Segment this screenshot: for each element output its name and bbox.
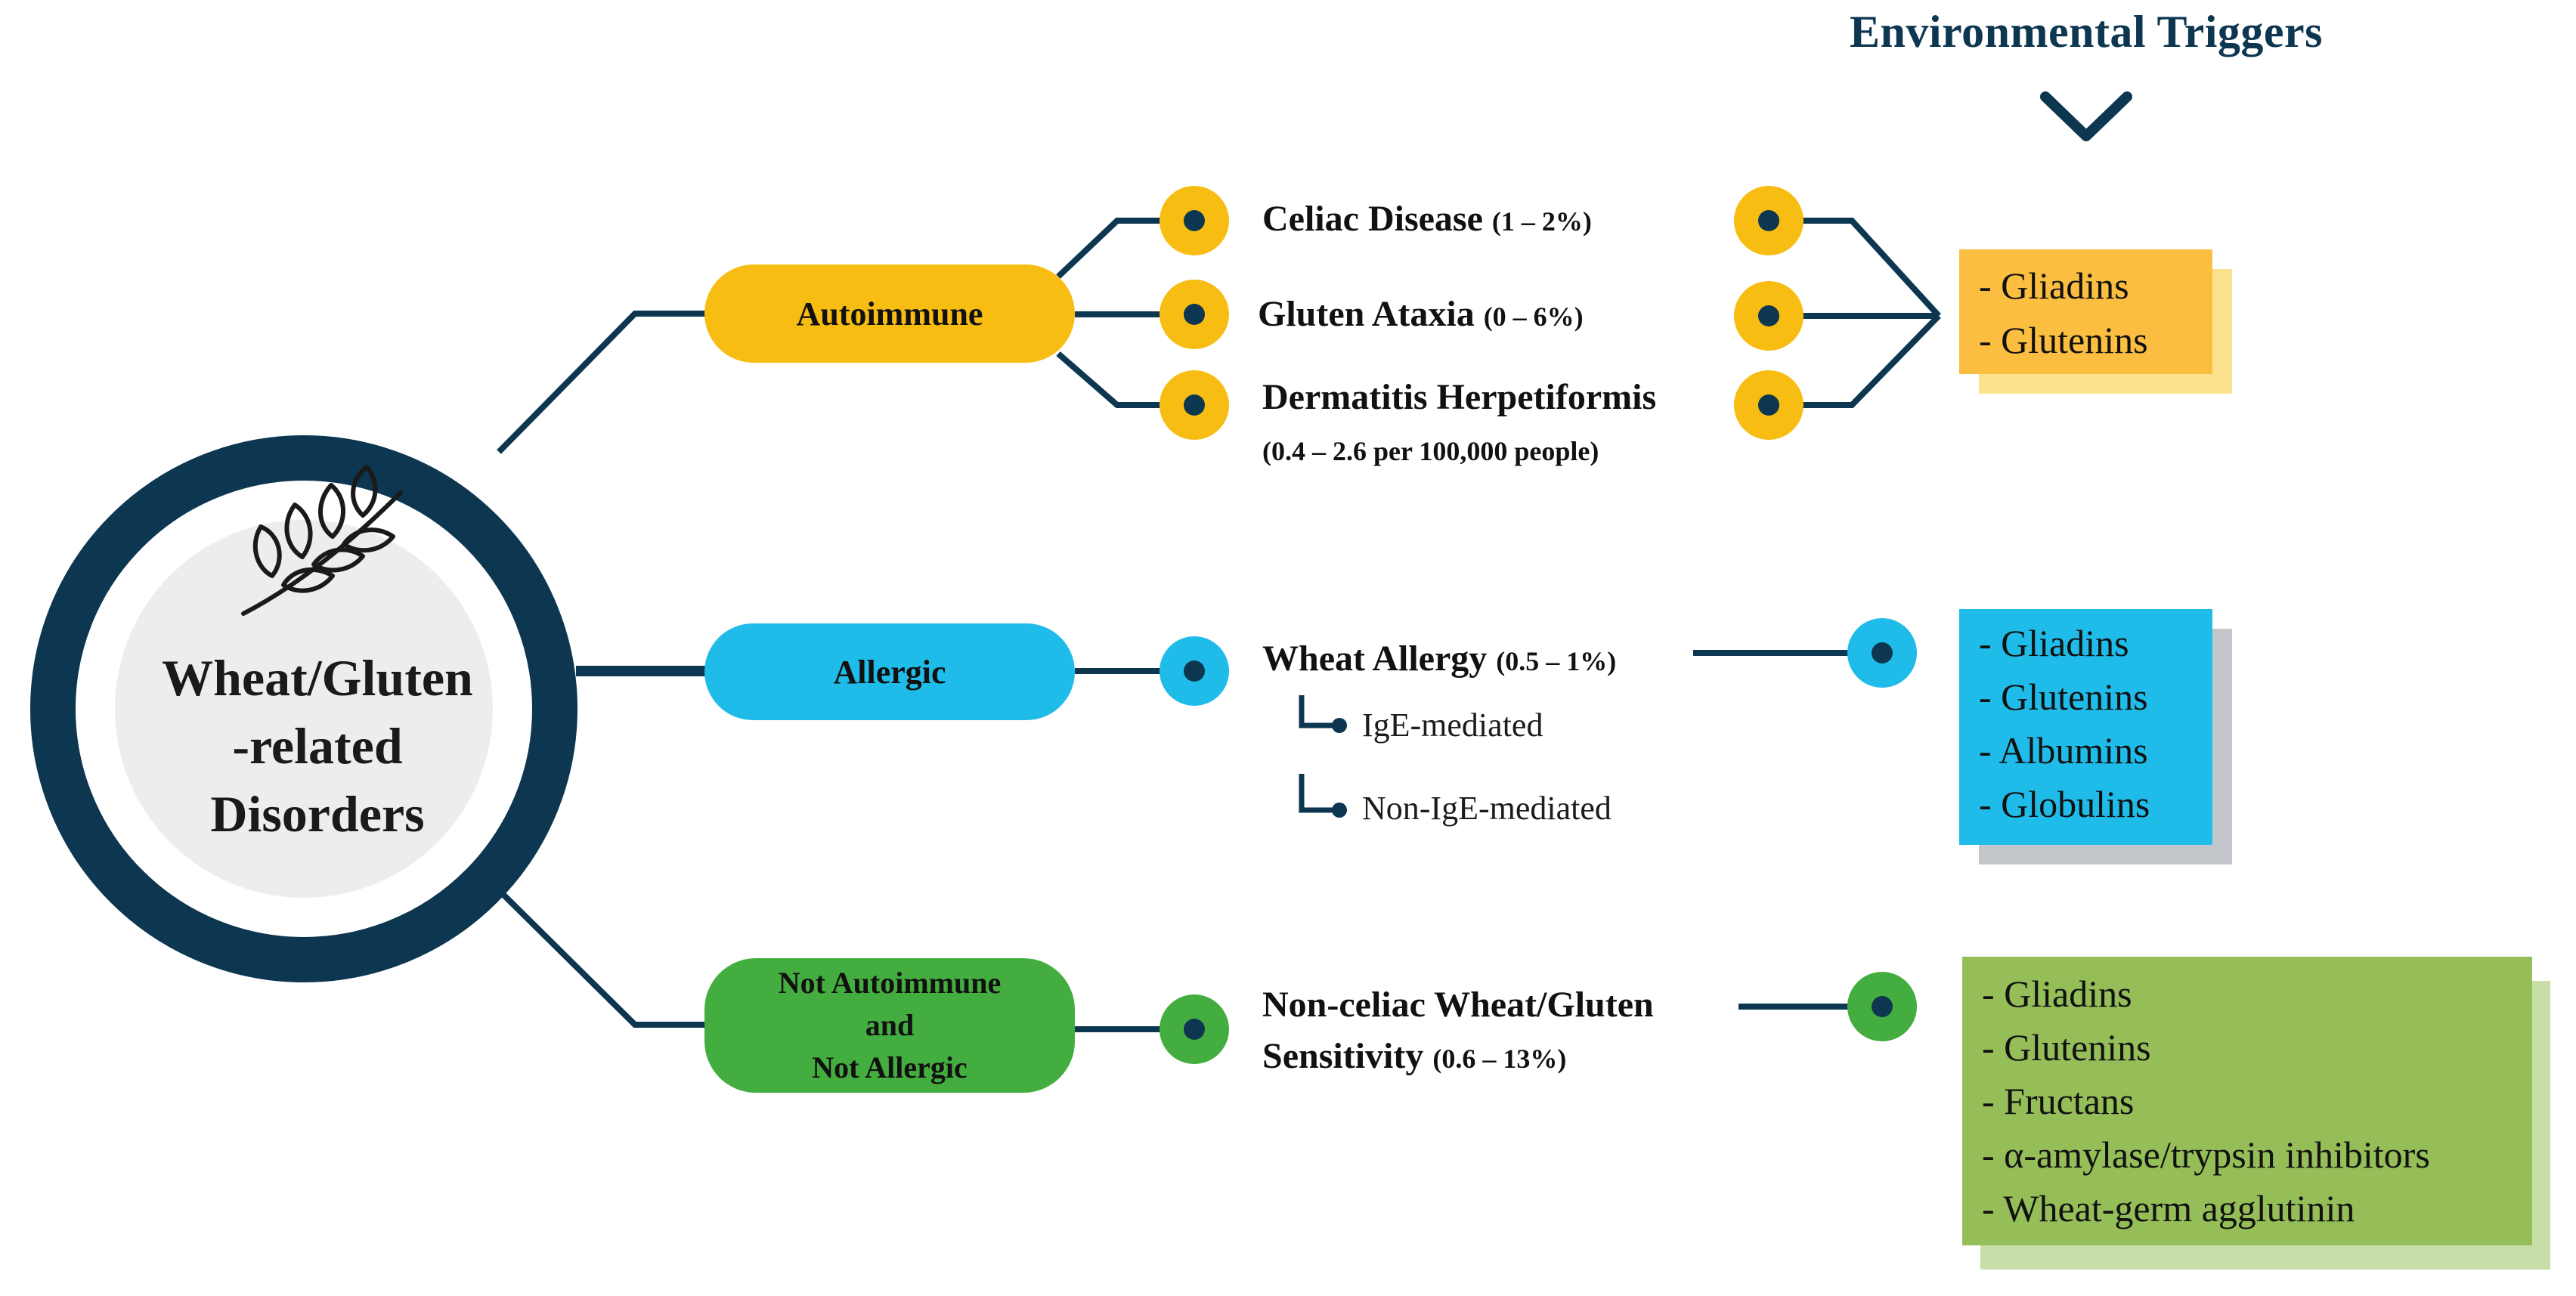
- main-label-line1: Wheat/Gluten: [162, 649, 473, 707]
- trigger-item: - Gliadins: [1982, 973, 2132, 1015]
- trigger-item: - Glutenins: [1979, 676, 2148, 718]
- disorder-wheat-allergy-name: Wheat Allergy: [1262, 639, 1488, 679]
- disorder-dermatitis-prevalence-row: (0.4 – 2.6 per 100,000 people): [1262, 428, 1599, 469]
- dot-celiac-right: [1734, 186, 1804, 255]
- disorder-ataxia: Gluten Ataxia (0 – 6%): [1258, 293, 1584, 335]
- category-not-autoimmune-line2: and: [865, 1008, 915, 1042]
- dot-ncgs-right: [1847, 972, 1917, 1041]
- disorder-celiac-prevalence: (1 – 2%): [1491, 206, 1592, 237]
- dot-ataxia-left: [1160, 280, 1229, 349]
- trigger-item: - Gliadins: [1979, 622, 2129, 664]
- disorder-dermatitis: Dermatitis Herpetiformis: [1262, 376, 1656, 418]
- dot-ncgs-left: [1160, 994, 1229, 1064]
- disorder-ataxia-name: Gluten Ataxia: [1258, 294, 1475, 334]
- category-not-autoimmune-line3: Not Allergic: [812, 1050, 968, 1084]
- main-label: Wheat/Gluten -related Disorders: [121, 644, 514, 848]
- trigger-item: - Gliadins: [1979, 264, 2129, 307]
- connector-main-to-autoimmune: [497, 311, 745, 454]
- disorder-ncgs-prevalence: (0.6 – 13%): [1432, 1044, 1567, 1074]
- dot-non-ige-mediated: [1332, 803, 1347, 818]
- category-autoimmune-label: Autoimmune: [796, 295, 983, 333]
- trigger-item: - α-amylase/trypsin inhibitors: [1982, 1134, 2430, 1176]
- trigger-box-not-autoimmune: - Gliadins - Glutenins - Fructans - α-am…: [1962, 957, 2532, 1245]
- disorder-celiac: Celiac Disease (1 – 2%): [1262, 198, 1592, 240]
- chevron-down-icon: [2040, 91, 2132, 141]
- disorder-ncgs-line2: Sensitivity (0.6 – 13%): [1262, 1035, 1566, 1077]
- subtype-ige-mediated: IgE-mediated: [1362, 707, 1543, 744]
- connector-non-ige-mediated: [1299, 774, 1336, 813]
- dot-dermatitis-left: [1160, 370, 1229, 440]
- subtype-non-ige-mediated: Non-IgE-mediated: [1362, 790, 1612, 827]
- dot-ige-mediated: [1332, 718, 1347, 733]
- environmental-triggers-heading: Environmental Triggers: [1850, 7, 2323, 57]
- disorder-ncgs-name-line2: Sensitivity: [1262, 1036, 1424, 1076]
- disorder-dermatitis-name: Dermatitis Herpetiformis: [1262, 377, 1657, 417]
- disorder-wheat-allergy-prevalence: (0.5 – 1%): [1496, 646, 1617, 676]
- dot-celiac-left: [1160, 186, 1229, 255]
- trigger-box-allergic: - Gliadins - Glutenins - Albumins - Glob…: [1959, 609, 2212, 845]
- dot-ataxia-right: [1734, 281, 1804, 351]
- main-circle-inner: [115, 520, 493, 898]
- main-label-line3: Disorders: [210, 785, 425, 843]
- category-allergic: Allergic: [704, 623, 1075, 720]
- category-allergic-label: Allergic: [833, 653, 946, 691]
- trigger-item: - Glutenins: [1979, 319, 2148, 361]
- wheat-icon: [241, 465, 403, 616]
- disorder-wheat-allergy: Wheat Allergy (0.5 – 1%): [1262, 638, 1616, 679]
- disorder-ncgs-line1: Non-celiac Wheat/Gluten: [1262, 984, 1654, 1025]
- connector-ige-mediated: [1299, 695, 1336, 728]
- trigger-item: - Albumins: [1979, 729, 2148, 772]
- disorder-celiac-name: Celiac Disease: [1262, 199, 1483, 239]
- trigger-box-autoimmune: - Gliadins - Glutenins: [1959, 249, 2212, 374]
- trigger-item: - Fructans: [1982, 1080, 2135, 1122]
- disorder-ncgs-name-line1: Non-celiac Wheat/Gluten: [1262, 985, 1654, 1025]
- category-not-autoimmune-line1: Not Autoimmune: [778, 966, 1002, 1000]
- main-label-line2: -related: [232, 717, 403, 775]
- disorder-dermatitis-prevalence: (0.4 – 2.6 per 100,000 people): [1262, 436, 1599, 466]
- dot-wheat-allergy-right: [1847, 618, 1917, 688]
- dot-wheat-allergy-left: [1160, 636, 1229, 706]
- category-autoimmune: Autoimmune: [704, 264, 1075, 363]
- category-not-autoimmune: Not Autoimmune and Not Allergic: [704, 958, 1075, 1093]
- trigger-item: - Wheat-germ agglutinin: [1982, 1187, 2355, 1229]
- disorder-ataxia-prevalence: (0 – 6%): [1483, 302, 1584, 332]
- main-circle: [30, 435, 577, 982]
- trigger-item: - Glutenins: [1982, 1026, 2151, 1069]
- trigger-item: - Globulins: [1979, 783, 2150, 825]
- dot-dermatitis-right: [1734, 370, 1804, 440]
